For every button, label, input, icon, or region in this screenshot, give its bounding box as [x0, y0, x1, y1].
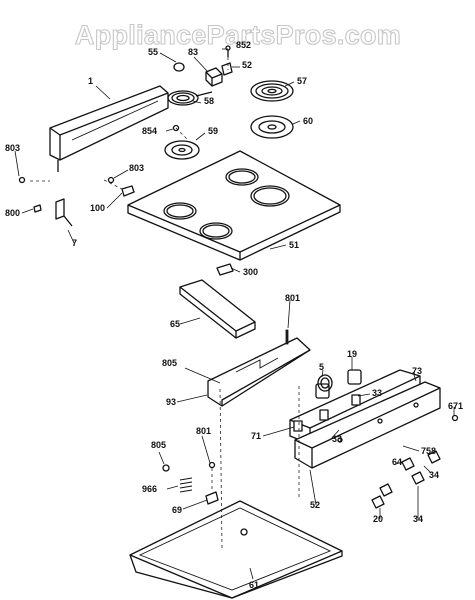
- part-switches: [315, 369, 362, 399]
- callout-52-top: 52: [242, 60, 252, 70]
- part-screw-803-a: [18, 176, 26, 184]
- callout-73: 73: [412, 366, 422, 376]
- assembly-lines: [30, 57, 300, 549]
- callout-801-lower: 801: [196, 426, 211, 436]
- callout-7: 7: [72, 238, 77, 248]
- part-panel-93: [207, 337, 311, 407]
- part-clip-69: [205, 491, 219, 505]
- callout-5: 5: [319, 362, 324, 372]
- callout-52-bottom: 52: [310, 500, 320, 510]
- callout-758: 758: [421, 446, 436, 456]
- part-drip-pan-small: [164, 140, 200, 160]
- callout-labels: 1 55 83 852 52 58 57 854 59 60 803 803 100 800 7 51 300 6…: [5, 40, 463, 590]
- part-receptacle-83: [205, 67, 223, 87]
- callout-854: 854: [142, 126, 157, 136]
- part-surface-unit-large: [250, 80, 294, 102]
- callout-71: 71: [251, 431, 261, 441]
- watermark-text: AppliancePartsPros.com: [75, 20, 401, 50]
- callout-966: 966: [142, 484, 157, 494]
- callout-83: 83: [188, 47, 198, 57]
- part-screw-805-lower: [162, 464, 170, 472]
- callout-59: 59: [208, 126, 218, 136]
- callout-61: 61: [249, 580, 259, 590]
- callout-805-lower: 805: [151, 440, 166, 450]
- part-clip-100: [121, 185, 135, 197]
- callout-34-b: 34: [413, 514, 423, 524]
- part-backguard: [49, 85, 169, 172]
- part-bracket-52: [221, 62, 233, 76]
- callout-69: 69: [172, 505, 182, 515]
- callout-57: 57: [297, 76, 307, 86]
- callout-55: 55: [148, 47, 158, 57]
- callout-100: 100: [90, 203, 105, 213]
- callout-19: 19: [347, 349, 357, 359]
- part-surface-unit-small: [167, 90, 213, 106]
- callout-33-a: 33: [372, 388, 382, 398]
- part-cooktop: [127, 150, 341, 261]
- callout-801-upper: 801: [285, 293, 300, 303]
- part-bottom-pan-61: [129, 500, 343, 599]
- callout-1: 1: [88, 76, 93, 86]
- callout-852: 852: [236, 40, 251, 50]
- callout-803-left: 803: [5, 143, 20, 153]
- part-screw-801-lower: [208, 461, 216, 469]
- callout-800: 800: [5, 208, 20, 218]
- part-screw-800: [33, 204, 42, 213]
- part-screw-55: [173, 62, 185, 72]
- part-channel-65: [179, 279, 256, 339]
- callout-34-a: 34: [429, 470, 439, 480]
- callout-671: 671: [448, 401, 463, 411]
- callout-65: 65: [170, 319, 180, 329]
- part-trim-73: [294, 381, 441, 469]
- callout-60: 60: [303, 116, 313, 126]
- part-screw-803-b: [107, 176, 115, 184]
- part-knobs: [371, 414, 459, 509]
- callout-20: 20: [373, 514, 383, 524]
- part-bracket-7: [55, 198, 73, 227]
- callout-58: 58: [204, 96, 214, 106]
- part-screw-801-upper: [285, 329, 289, 345]
- leader-lines: [14, 48, 455, 580]
- callout-64: 64: [392, 457, 402, 467]
- callout-803-mid: 803: [129, 163, 144, 173]
- callout-300: 300: [243, 267, 258, 277]
- callout-33-b: 33: [332, 434, 342, 444]
- callout-93: 93: [166, 397, 176, 407]
- part-screw-852: [225, 45, 231, 57]
- part-spring-966: [179, 477, 193, 493]
- part-clip-300: [216, 263, 234, 276]
- callout-51: 51: [289, 240, 299, 250]
- callout-805-upper: 805: [162, 358, 177, 368]
- part-drip-pan-large: [250, 115, 294, 139]
